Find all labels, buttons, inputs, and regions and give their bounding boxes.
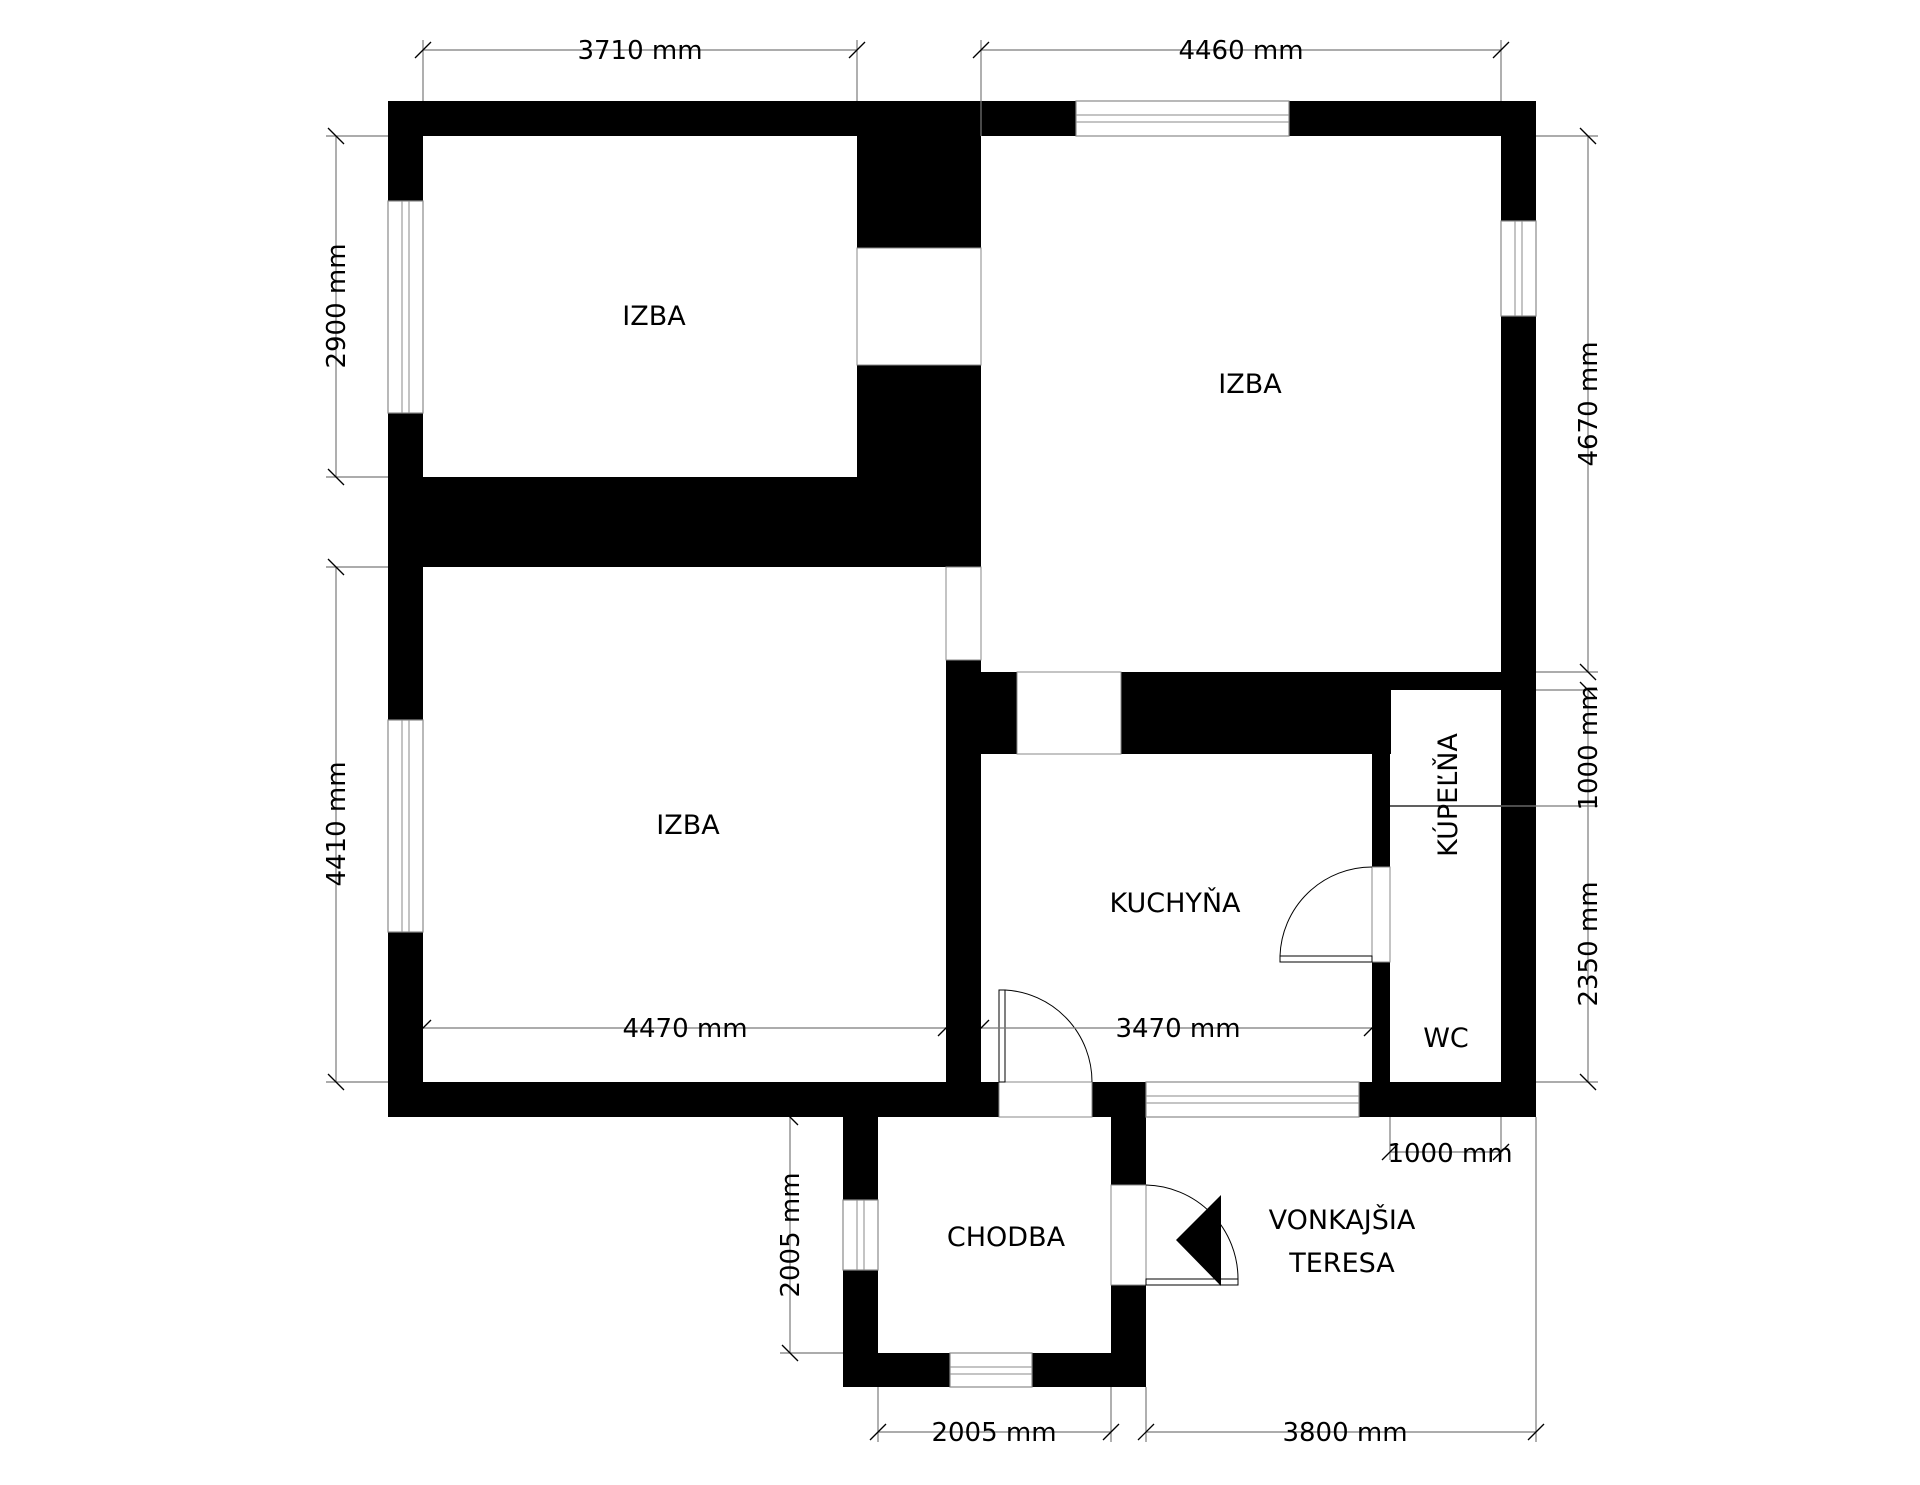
dimension-labels: 3710 mm 4460 mm 2900 mm 4410 mm 4670 mm … xyxy=(322,36,1604,1448)
opening-chodba xyxy=(998,1081,1093,1118)
room-kupelna: KÚPEĽŇA xyxy=(1432,733,1464,857)
window-top xyxy=(1075,100,1290,137)
opening-izba-passage xyxy=(945,566,982,661)
opening-kitchen-top xyxy=(1016,671,1122,755)
room-izba-bottom-left: IZBA xyxy=(656,810,720,841)
wall-bath-left-lower xyxy=(1372,962,1390,1117)
wall-chimney-lower xyxy=(857,365,981,477)
window-right xyxy=(1500,220,1537,317)
window-chodba-left xyxy=(842,1199,879,1271)
entrance-arrow-icon xyxy=(1176,1195,1221,1286)
window-chodba-bottom xyxy=(949,1352,1033,1388)
dim-left-upper: 2900 mm xyxy=(322,243,352,368)
dim-chodba-width: 2005 mm xyxy=(931,1418,1056,1448)
dim-inner-izba: 4470 mm xyxy=(622,1014,747,1044)
door-wc xyxy=(1279,866,1373,963)
dim-inner-kitchen: 3470 mm xyxy=(1115,1014,1240,1044)
window-kitchen-bottom xyxy=(1145,1081,1360,1118)
window-left-upper xyxy=(387,200,424,414)
wall-bath-left-upper xyxy=(1372,672,1390,867)
dim-right-lower: 2350 mm xyxy=(1574,881,1604,1006)
dim-chodba-height: 2005 mm xyxy=(776,1172,806,1297)
opening-wc xyxy=(1371,866,1391,963)
dimension-lines xyxy=(326,40,1598,1442)
wall-chimney-upper xyxy=(857,101,981,248)
windows xyxy=(387,100,1537,1388)
wall-left-divider xyxy=(388,477,981,567)
room-wc: WC xyxy=(1423,1023,1469,1054)
room-kuchyna: KUCHYŇA xyxy=(1109,887,1241,919)
wall-kitchen-top-right xyxy=(1121,672,1391,754)
opening-chimney xyxy=(856,247,982,366)
dim-top-right: 4460 mm xyxy=(1178,36,1303,66)
dim-top-left: 3710 mm xyxy=(577,36,702,66)
room-terrace-line1: VONKAJŠIA xyxy=(1269,1204,1416,1236)
dim-right-upper: 4670 mm xyxy=(1574,341,1604,466)
dim-terrace-width: 3800 mm xyxy=(1282,1418,1407,1448)
room-chodba: CHODBA xyxy=(947,1222,1066,1253)
room-izba-top-right: IZBA xyxy=(1218,369,1282,400)
room-labels: IZBA IZBA IZBA KUCHYŇA KÚPEĽŇA WC CHODBA… xyxy=(622,301,1469,1279)
opening-exterior xyxy=(1110,1184,1147,1286)
door-chodba xyxy=(998,989,1093,1083)
window-left-lower xyxy=(387,719,424,933)
dim-wc-width: 1000 mm xyxy=(1387,1139,1512,1169)
dim-right-middle: 1000 mm xyxy=(1574,685,1604,810)
room-terrace-line2: TERESA xyxy=(1288,1248,1395,1279)
dim-left-lower: 4410 mm xyxy=(322,761,352,886)
wall-kitchen-top-left xyxy=(946,672,1017,754)
room-izba-top-left: IZBA xyxy=(622,301,686,332)
wall-izba-bath xyxy=(1372,672,1536,690)
